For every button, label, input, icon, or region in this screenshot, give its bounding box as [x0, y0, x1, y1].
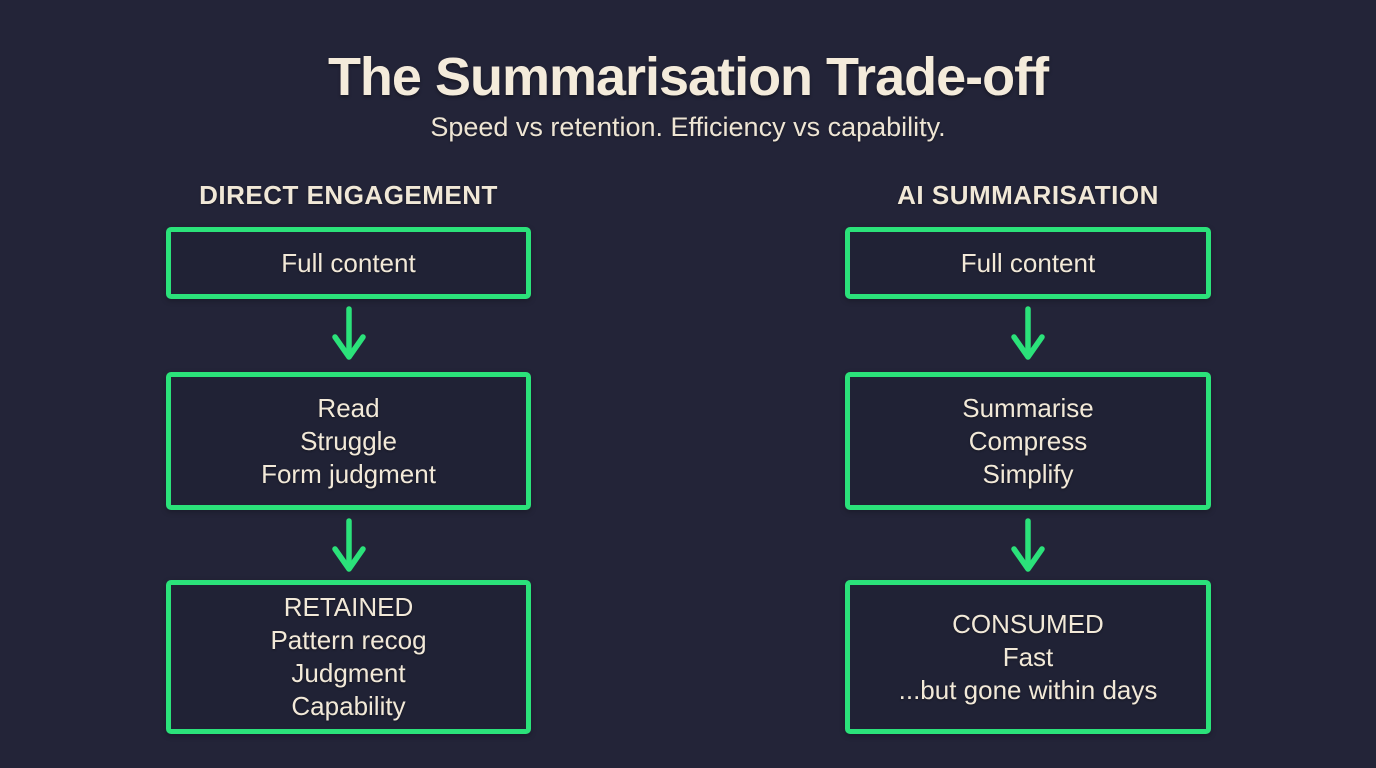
- box-line: Full content: [281, 247, 416, 278]
- column-header-ai-summarisation: AI SUMMARISATION: [897, 180, 1159, 210]
- box-line: Judgment: [291, 658, 406, 688]
- box-line: Compress: [968, 425, 1088, 456]
- box-line: RETAINED: [283, 592, 414, 622]
- box-line: Fast: [1002, 641, 1054, 672]
- flow-box-outcome-consumed: CONSUMED Fast ...but gone within days: [845, 580, 1211, 734]
- down-arrow-icon: [331, 518, 366, 572]
- box-line: Form judgment: [261, 458, 436, 489]
- box-line: ...but gone within days: [898, 674, 1158, 705]
- down-arrow-icon: [1011, 518, 1045, 572]
- box-line: Capability: [291, 691, 406, 721]
- box-line: Pattern recog: [270, 625, 427, 655]
- box-line: Read: [317, 392, 380, 423]
- box-line: Full content: [960, 247, 1096, 278]
- column-ai-summarisation: AI SUMMARISATION Full content Summarise …: [845, 0, 1211, 768]
- subtitle: Speed vs retention. Efficiency vs capabi…: [430, 112, 946, 142]
- down-arrow-icon: [1011, 306, 1045, 360]
- flow-box-full-content-left: Full content: [166, 227, 531, 299]
- box-line: CONSUMED: [952, 608, 1104, 639]
- down-arrow-icon: [331, 306, 366, 360]
- page-title: The Summarisation Trade-off: [327, 47, 1049, 107]
- box-line: Simplify: [982, 458, 1074, 489]
- flow-box-outcome-retained: RETAINED Pattern recog Judgment Capabili…: [166, 580, 531, 734]
- column-header-direct-engagement: DIRECT ENGAGEMENT: [199, 180, 498, 210]
- box-line: Summarise: [962, 392, 1094, 423]
- flow-box-process-left: Read Struggle Form judgment: [166, 372, 531, 510]
- flow-box-process-right: Summarise Compress Simplify: [845, 372, 1211, 510]
- column-direct-engagement: DIRECT ENGAGEMENT Full content Read Stru…: [166, 0, 531, 768]
- box-line: Struggle: [300, 425, 397, 456]
- flow-box-full-content-right: Full content: [845, 227, 1211, 299]
